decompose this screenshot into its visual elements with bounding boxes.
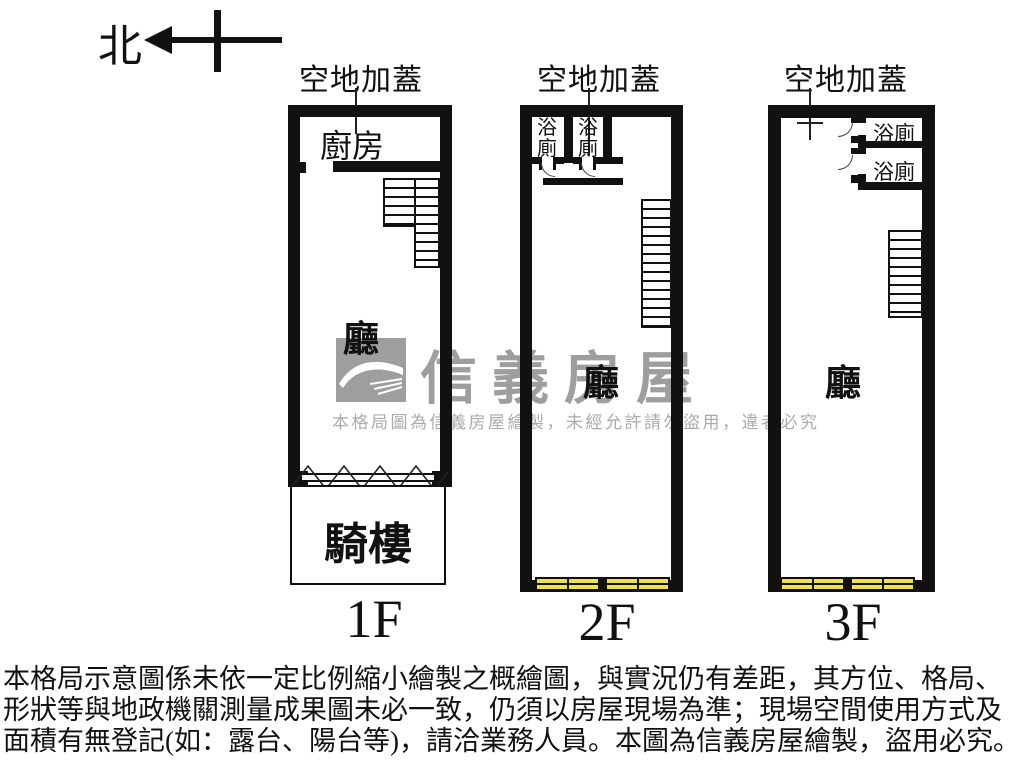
floor3-wall-right: [922, 105, 935, 592]
sinyi-logo: [336, 338, 406, 402]
floor2-bath2-label: 浴廁: [578, 117, 598, 160]
disclaimer-line-1: 本格局示意圖係未依一定比例縮小繪製之概繪圖，與實況仍有差距，其方位、格局、: [3, 664, 1002, 694]
floor1-wall-top: [288, 105, 452, 117]
floor1-kitchen-door-jamb: [300, 162, 306, 173]
watermark-brand-text: 信義房屋: [420, 348, 708, 411]
sinyi-swoosh-icon: [339, 361, 403, 395]
disclaimer-line-2: 形狀等與地政機關測量成果圖未必一致，仍須以房屋現場為準；現場空間使用方式及: [3, 695, 1002, 725]
floor3-bath2-bottom-wall: [858, 182, 922, 190]
floor3-wall-left: [768, 105, 781, 592]
floor2-bath1-bottom-seg-left: [532, 157, 540, 164]
floor1-kitchen-wall: [333, 161, 440, 172]
floor2-wall-left: [520, 105, 532, 592]
floor1-living-label: 廳: [342, 319, 380, 359]
floor3-living-label: 廳: [824, 363, 862, 403]
north-label: 北: [98, 22, 142, 71]
floor3-bath1-jamb-bottom: [851, 136, 866, 143]
floor3-window-right: [850, 577, 915, 591]
floor3-bath1-jamb-top: [851, 117, 866, 123]
floor1-stairs-lower: [414, 178, 440, 268]
floor3-window-left: [780, 577, 845, 591]
floor1-wall-right: [440, 105, 452, 487]
floor2-window-left: [535, 577, 600, 591]
floor2-window-separator: [598, 577, 607, 591]
floor2-rooftop-leader-line: [588, 88, 590, 156]
floor2-bath2-bottom-seg-left: [573, 157, 581, 164]
floor2-bath2-door-arc: [581, 163, 595, 177]
floor2-bath1-label: 浴廁: [537, 117, 557, 160]
watermark-notice-text: 本格局圖為信義房屋繪製，未經允許請勿盜用，違者必究: [332, 413, 820, 432]
floor2-bath1-door-post-left: [539, 157, 542, 170]
north-arrow-crossbar: [214, 10, 221, 72]
floor3-bath2-jamb-bottom: [851, 175, 866, 183]
floor2-name: 2F: [578, 592, 636, 652]
floor2-stairs: [641, 199, 672, 328]
floor3-bath1-label: 浴廁: [873, 122, 915, 146]
floor3-stairs: [888, 230, 923, 318]
floor2-living-label: 廳: [582, 363, 620, 403]
floor2-bath-right-wall: [603, 117, 612, 163]
floor3-bath1-door-arc: [838, 122, 853, 137]
floor1-folding-door-zigzag: [290, 464, 449, 491]
floor3-bath1-bottom-wall: [858, 141, 922, 148]
floor2-bath1-bottom-seg-right: [556, 157, 564, 164]
floor1-name: 1F: [345, 589, 403, 649]
floor3-rooftop-label: 空地加蓋: [784, 64, 908, 97]
floor1-arcade-box: [290, 485, 446, 585]
floor2-bath2-bottom-seg-right: [596, 157, 623, 164]
floor3-window-separator: [843, 577, 852, 591]
floor2-wall-right: [671, 105, 683, 592]
floor1-arcade-label: 騎樓: [324, 520, 412, 569]
floor3-bath2-jamb-top: [851, 148, 866, 154]
disclaimer-line-3: 面積有無登記(如：露台、陽台等)，請洽業務人員。本圖為信義房屋繪製，盜用必究。: [3, 726, 1020, 756]
floor2-bath2-door-post-left: [579, 157, 582, 170]
floor3-name: 3F: [824, 592, 882, 652]
floor1-stairs-upper: [383, 178, 416, 227]
floor2-wall-top: [520, 105, 683, 117]
north-arrow-head: [144, 26, 172, 54]
floor3-wall-top: [768, 105, 935, 118]
floor2-bath-divider-wall: [564, 117, 573, 163]
floor2-window-right: [605, 577, 670, 591]
floor3-bath2-door-arc: [838, 155, 853, 170]
floor3-bath2-label: 浴廁: [873, 160, 915, 184]
floor3-rooftop-leader-tick: [797, 122, 823, 124]
floor2-bath1-door-arc: [541, 163, 555, 177]
floor1-rooftop-label: 空地加蓋: [299, 64, 423, 97]
floor2-rooftop-label: 空地加蓋: [537, 64, 661, 97]
floor1-wall-left: [288, 105, 300, 487]
floor2-free-wall: [543, 178, 623, 185]
floor1-kitchen-label: 廚房: [319, 128, 385, 164]
